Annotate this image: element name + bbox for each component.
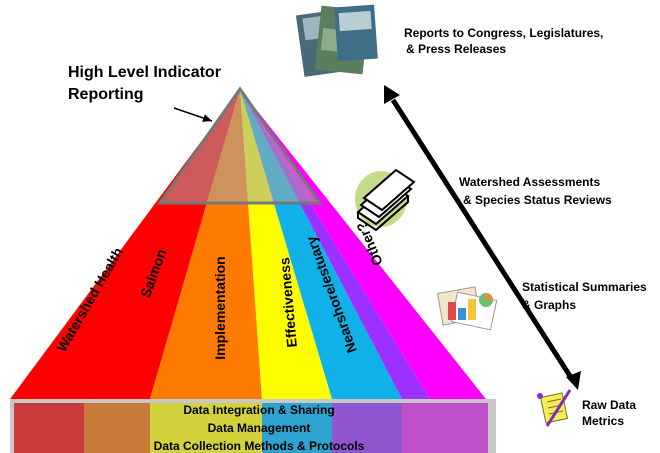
wedge-5 [240,89,486,399]
watershed-label-line2: & Species Status Reviews [463,193,612,207]
top-label-line1: High Level Indicator [68,64,221,81]
apex-cap [157,86,323,205]
statistical-label-line1: Statistical Summaries [522,280,647,294]
apex-pointer-arrow [173,107,213,122]
reports-label: Reports to Congress, Legislatures, & Pre… [404,26,603,57]
wedge-0 [10,89,240,399]
top-label: High Level Indicator Reporting [68,62,221,105]
top-label-line2: Reporting [68,85,144,103]
base-row-management: Data Management [208,421,311,435]
reports-label-line1: Reports to Congress, Legislatures, [404,26,604,40]
raw-data-label-line1: Raw Data [582,398,637,412]
notepad-pen-icon [537,389,572,427]
base-row-integration: Data Integration & Sharing [183,403,334,417]
reports-label-line2: & Press Releases [406,41,507,56]
wedge-label-effectiveness: Effectiveness [276,257,300,349]
wedge-label-implementation: Implementation [212,256,228,359]
statistical-label: Statistical Summaries & Graphs [522,278,647,314]
base-row-collection: Data Collection Methods & Protocols [154,439,365,453]
double-headed-arrow [384,85,581,390]
watershed-label-line1: Watershed Assessments [459,175,601,189]
report-covers-icon [295,4,378,77]
statistical-label-line2: & Graphs [522,298,577,312]
raw-data-label-line2: Metrics [582,413,625,428]
base-bar: Data Integration & Sharing Data Manageme… [10,399,496,453]
chart-papers-icon [436,286,498,331]
document-stack-icon [355,168,416,232]
watershed-label: Watershed Assessments & Species Status R… [459,173,612,209]
raw-data-label: Raw Data Metrics [582,398,636,429]
